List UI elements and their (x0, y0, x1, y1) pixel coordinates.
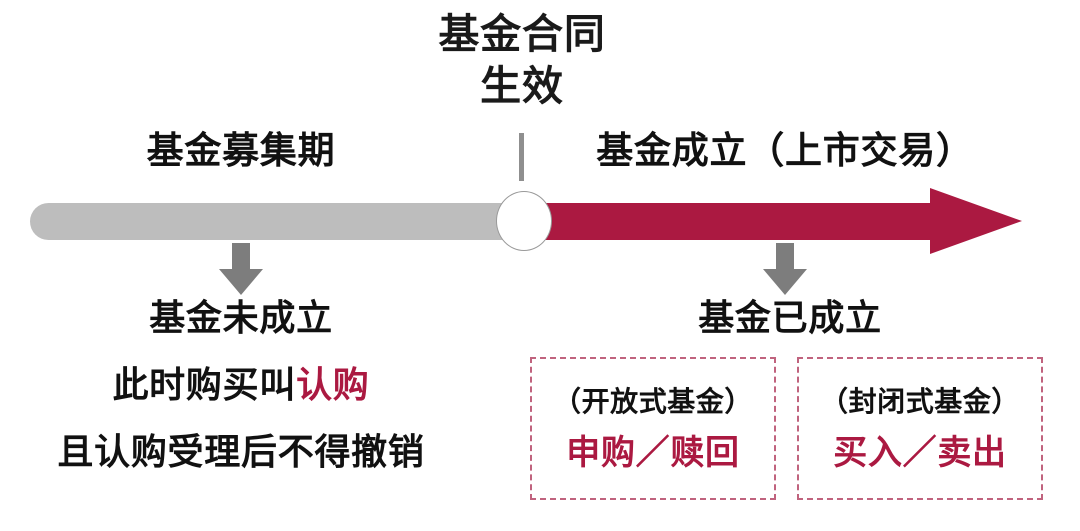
milestone-tick-icon (519, 133, 524, 181)
card-open-end-fund-action: 申购／赎回 (566, 433, 740, 472)
card-open-end-fund: （开放式基金） 申购／赎回 (530, 357, 776, 500)
card-closed-end-fund: （封闭式基金） 买入／卖出 (797, 357, 1043, 500)
milestone-circle-icon (496, 191, 552, 251)
arrow-head (763, 269, 807, 295)
left-branch-text-block: 基金未成立 此时购买叫认购 且认购受理后不得撤销 (57, 300, 424, 470)
timeline-bar (0, 188, 1080, 282)
timeline-segment-established (514, 203, 954, 240)
left-branch-line1: 基金未成立 (149, 297, 333, 338)
card-closed-end-fund-action: 买入／卖出 (833, 433, 1007, 472)
right-branch-title: 基金已成立 (698, 297, 882, 338)
left-branch-line3: 且认购受理后不得撤销 (57, 431, 425, 472)
left-branch-line2-accent: 认购 (296, 364, 370, 405)
down-arrow-icon-left (219, 243, 263, 295)
label-fund-established-period: 基金成立（上市交易） (596, 130, 974, 171)
label-fundraising-period: 基金募集期 (146, 130, 336, 171)
arrow-head (219, 269, 263, 295)
contract-title-line1: 基金合同 (438, 11, 606, 57)
contract-title-line2: 生效 (480, 63, 564, 109)
arrow-shaft (232, 243, 250, 273)
contract-effective-title: 基金合同 生效 (438, 14, 605, 107)
timeline-arrowhead-icon (930, 188, 1022, 254)
timeline-segment-fundraising (30, 203, 530, 240)
card-open-end-fund-type: （开放式基金） (553, 385, 753, 417)
card-closed-end-fund-type: （封闭式基金） (820, 385, 1020, 417)
left-branch-line2: 此时购买叫认购 (57, 367, 424, 403)
down-arrow-icon-right (763, 243, 807, 295)
arrow-shaft (776, 243, 794, 273)
left-branch-line2-prefix: 此时购买叫 (112, 364, 297, 405)
